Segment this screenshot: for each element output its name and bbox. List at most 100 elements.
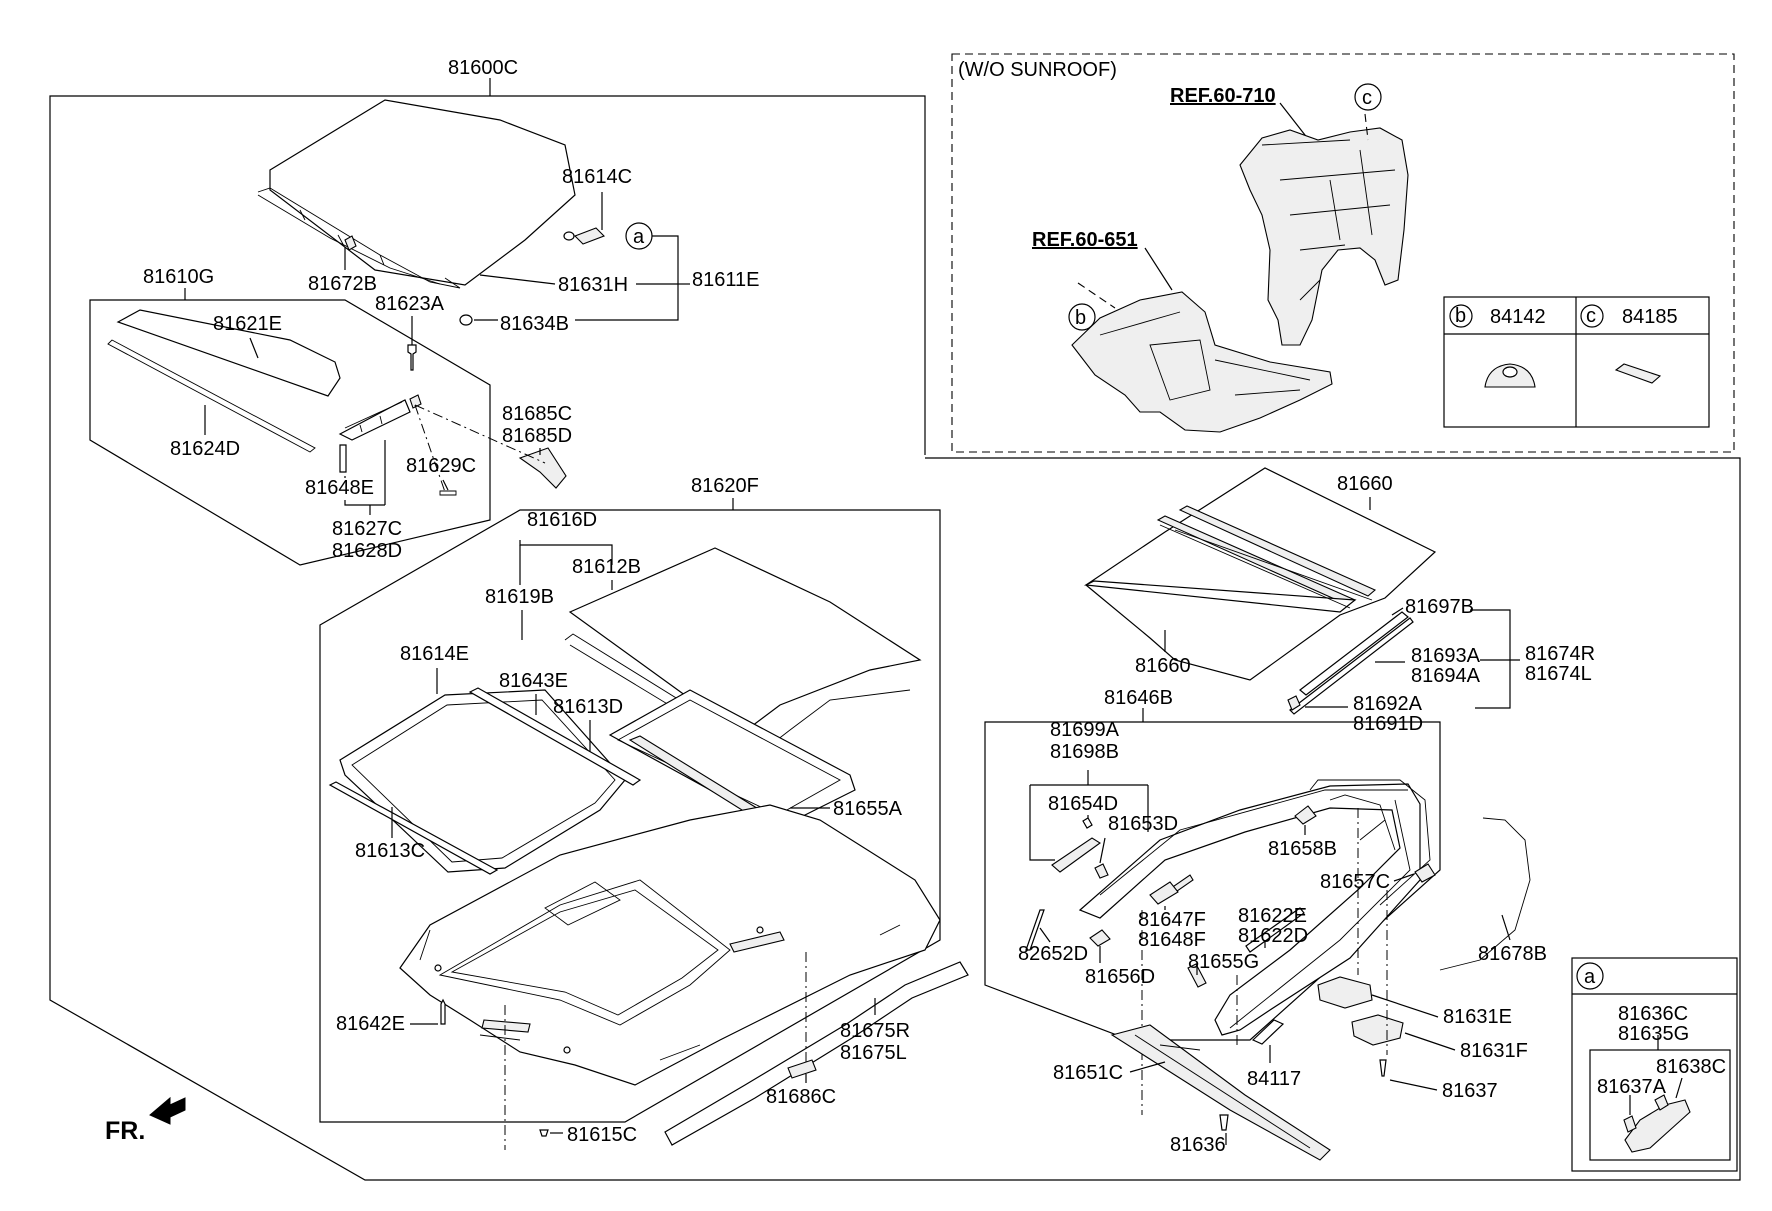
label-81691D: 81691D [1353,713,1423,735]
drain-hose-81678B-part [1439,817,1531,971]
label-81636: 81636 [1170,1134,1226,1156]
label-81638C: 81638C [1656,1056,1726,1078]
label-81619B: 81619B [485,586,554,608]
label-81647F: 81647F [1138,909,1206,931]
label-81685C: 81685C [502,403,572,425]
pad-84117-part [1251,1019,1285,1045]
rail-81674R-part [1299,611,1409,696]
quarter-panel-part [1239,127,1409,346]
clip-81655G-part [1187,963,1207,988]
clip-81614C-part [574,227,605,245]
label-81624D: 81624D [170,438,240,460]
label-81678B: 81678B [1478,943,1547,965]
label-81656D: 81656D [1085,966,1155,988]
label-81622D: 81622D [1238,925,1308,947]
pin-81637A-part [1623,1115,1637,1133]
label-81614C: 81614C [562,166,632,188]
label-81675L: 81675L [840,1042,907,1064]
callout-b-circle [1068,303,1096,331]
label-81631E: 81631E [1443,1006,1512,1028]
fastener-legend-table: b 84142 c 84185 [1443,296,1710,428]
front-direction-indicator: FR. [105,1096,186,1145]
label-81621E: 81621E [213,313,282,335]
label-81615C: 81615C [567,1124,637,1146]
label-81686C: 81686C [766,1086,836,1108]
label-81643E: 81643E [499,670,568,692]
label-81660-bottom: 81660 [1135,655,1191,677]
label-81657C: 81657C [1320,871,1390,893]
label-81698B: 81698B [1050,741,1119,763]
legend-c: c [1586,305,1596,327]
floor-panel-part [1071,291,1333,433]
label-81697B: 81697B [1405,596,1474,618]
front-arrow-icon [149,1096,186,1125]
clip-81656D-part [1089,929,1111,947]
label-81600C: 81600C [448,57,518,79]
wo-sunroof-section: (W/O SUNROOF) REF.60-710 REF.60-651 b c … [951,53,1735,453]
callout-a: a [633,226,645,248]
label-81655A: 81655A [833,798,903,820]
deflector-81621E-part [116,309,341,397]
label-84117: 84117 [1247,1068,1301,1090]
label-81653D: 81653D [1108,813,1178,835]
deflector-arm-part [338,399,411,441]
label-81642E: 81642E [336,1013,405,1035]
bracket-81654D-part [1051,837,1101,873]
roof-panel-part [269,99,576,286]
label-81674L: 81674L [1525,663,1592,685]
wo-sunroof-note: (W/O SUNROOF) [958,59,1117,81]
legend-b: b [1455,305,1466,327]
frame-81646B-part [1078,783,1421,1036]
guide-81658B-part [1294,805,1317,825]
label-81692A: 81692A [1353,693,1423,715]
label-81612B: 81612B [572,556,641,578]
callout-c: c [1362,87,1372,109]
group-81646B [984,708,1531,1115]
pad-81686C-part [787,1059,817,1079]
label-81635G: 81635G [1618,1023,1689,1045]
label-81637: 81637 [1442,1080,1498,1102]
label-81693A: 81693A [1411,645,1481,667]
label-81699A: 81699A [1050,719,1120,741]
label-81694A: 81694A [1411,665,1481,687]
group-81620F [319,498,969,1150]
ref-60-651: REF.60-651 [1032,229,1138,251]
spring-81685C-part [518,447,567,489]
sunshade-81660-part [1084,467,1437,681]
label-84185: 84185 [1622,306,1678,328]
main-assembly-boundary [49,78,1741,1181]
label-81620F: 81620F [691,475,759,497]
label-81672B: 81672B [308,273,377,295]
label-81610G: 81610G [143,266,214,288]
detail-a-callout: a [1584,966,1596,988]
label-81675R: 81675R [840,1020,910,1042]
label-81674R: 81674R [1525,643,1595,665]
motor-81631E-part [1317,976,1373,1009]
label-81629C: 81629C [406,455,476,477]
link-81638C-part [1624,1099,1691,1153]
label-81685D: 81685D [502,425,572,447]
label-81614E: 81614E [400,643,469,665]
label-82652D: 82652D [1018,943,1088,965]
label-84142: 84142 [1490,306,1546,328]
trim-81675R-part [664,961,969,1146]
callout-c-circle [1354,83,1382,111]
label-81613C: 81613C [355,840,425,862]
label-81634B: 81634B [500,313,569,335]
callout-b: b [1075,307,1086,329]
label-81623A: 81623A [375,293,445,315]
label-81655G: 81655G [1188,951,1259,973]
pad-84185-icon [1614,363,1662,384]
label-81648E: 81648E [305,477,374,499]
label-81622E: 81622E [1238,905,1307,927]
group-81610G [89,288,567,566]
label-81613D: 81613D [553,696,623,718]
label-81628D: 81628D [332,540,402,562]
label-81651C: 81651C [1053,1062,1123,1084]
front-label: FR. [105,1117,145,1145]
motor-81631F-part [1351,1014,1404,1046]
guide-81657C-part [1414,863,1436,883]
label-81658B: 81658B [1268,838,1337,860]
label-81627C: 81627C [332,518,402,540]
label-81611E: 81611E [692,269,759,291]
